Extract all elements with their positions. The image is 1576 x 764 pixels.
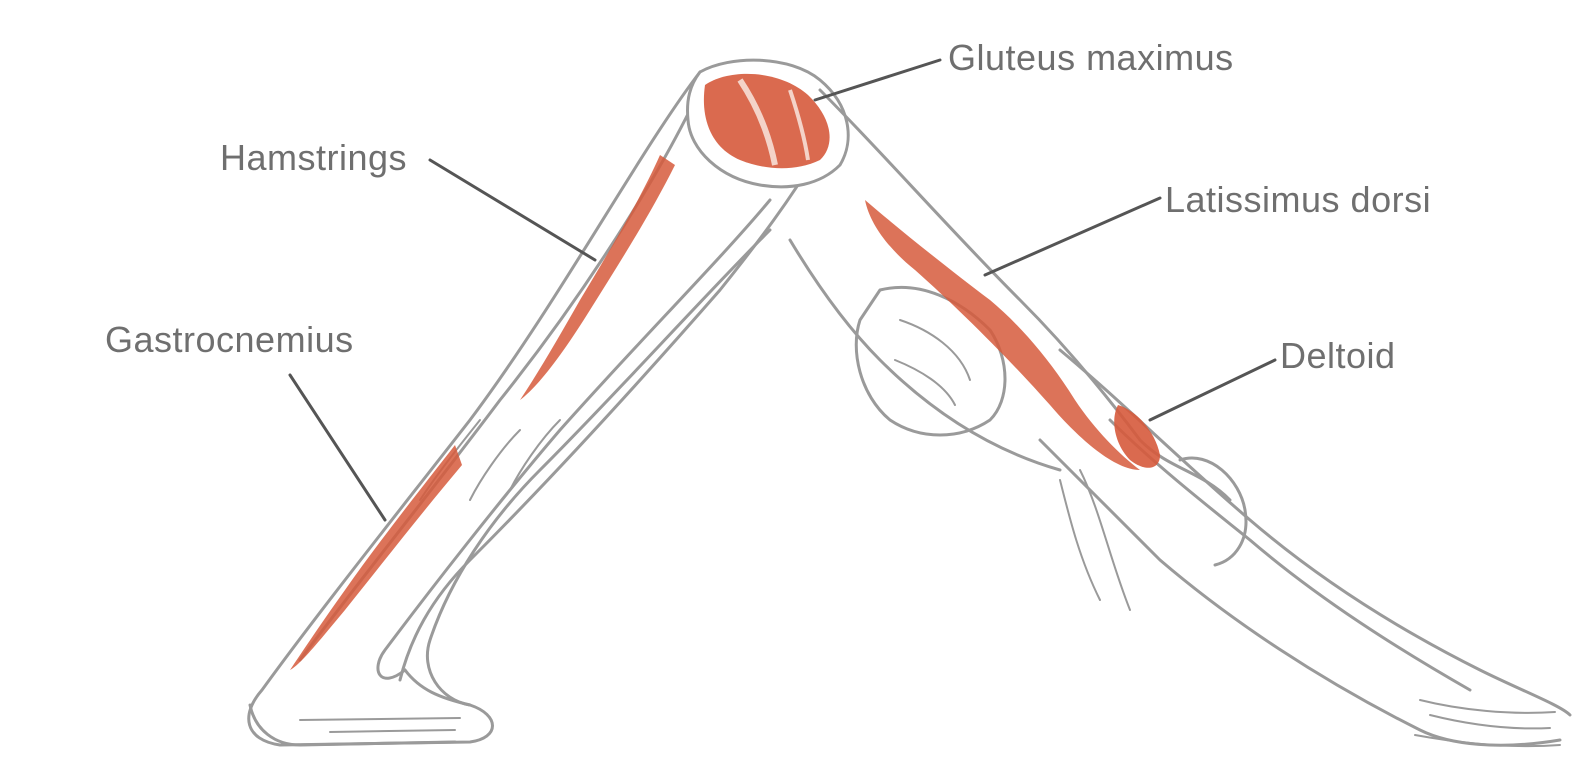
hamstrings-muscle: [520, 155, 675, 400]
leader-gastrocnemius: [290, 375, 385, 520]
leader-hamstrings: [430, 160, 595, 260]
label-gluteus-maximus: Gluteus maximus: [948, 40, 1234, 76]
leader-gluteus: [815, 60, 940, 100]
label-gastrocnemius: Gastrocnemius: [105, 322, 354, 358]
leader-deltoid: [1150, 360, 1275, 420]
hip: [688, 60, 849, 187]
label-deltoid: Deltoid: [1280, 338, 1396, 374]
label-latissimus-dorsi: Latissimus dorsi: [1165, 182, 1431, 218]
gastrocnemius-muscle: [290, 445, 462, 670]
leader-latissimus: [985, 198, 1160, 275]
label-hamstrings: Hamstrings: [220, 140, 407, 176]
